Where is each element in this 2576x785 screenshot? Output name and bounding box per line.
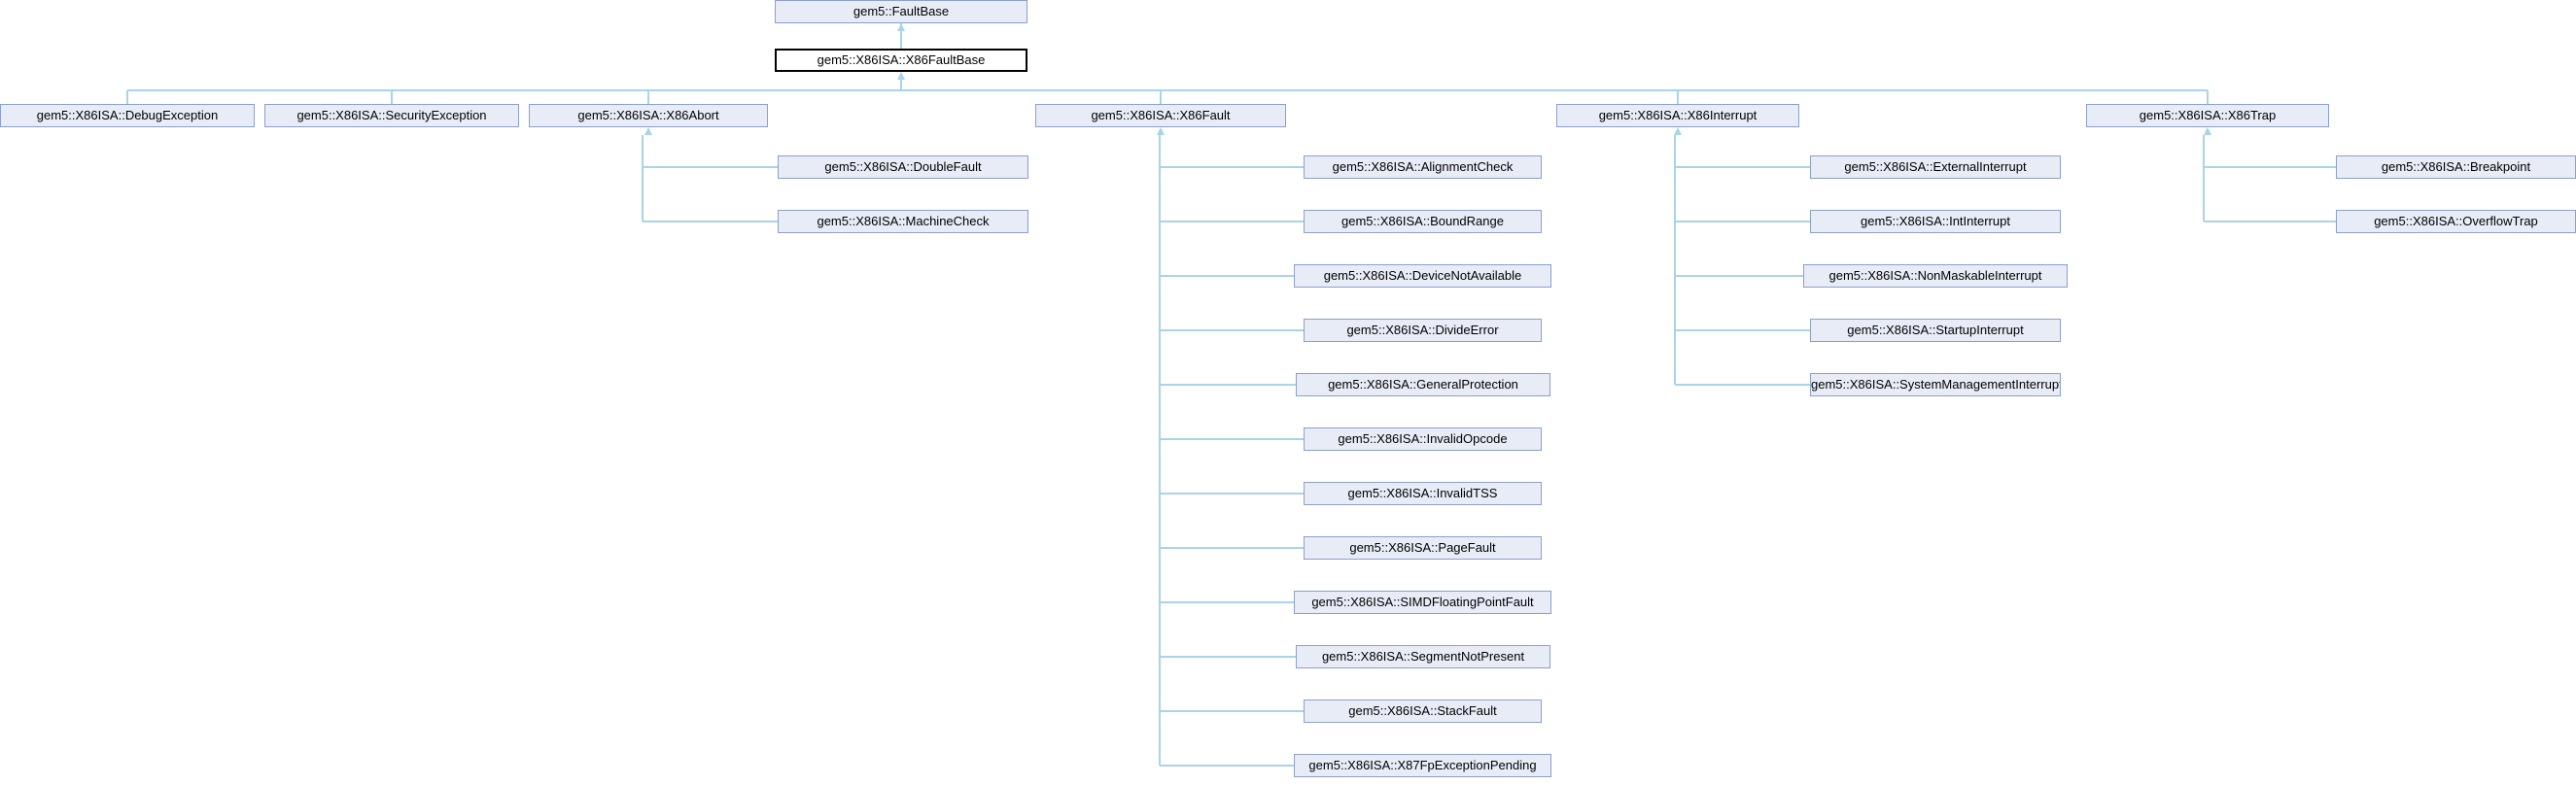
arrow-x86interrupt (1674, 127, 1682, 135)
class-node-debugexception[interactable]: gem5::X86ISA::DebugException (0, 104, 255, 127)
arrow-x86abort (644, 127, 652, 135)
class-node-invalidopcode[interactable]: gem5::X86ISA::InvalidOpcode (1304, 427, 1542, 451)
class-node-x86interrupt[interactable]: gem5::X86ISA::X86Interrupt (1556, 104, 1799, 127)
class-node-x86trap[interactable]: gem5::X86ISA::X86Trap (2086, 104, 2329, 127)
class-node-generalprotection[interactable]: gem5::X86ISA::GeneralProtection (1296, 373, 1550, 396)
class-node-startupinterrupt[interactable]: gem5::X86ISA::StartupInterrupt (1810, 319, 2061, 342)
class-node-doublefault[interactable]: gem5::X86ISA::DoubleFault (778, 155, 1028, 179)
class-node-alignmentcheck[interactable]: gem5::X86ISA::AlignmentCheck (1304, 155, 1542, 179)
class-node-securityexception[interactable]: gem5::X86ISA::SecurityException (264, 104, 519, 127)
class-node-overflowtrap[interactable]: gem5::X86ISA::OverflowTrap (2336, 210, 2576, 233)
arrow-x86faultbase (897, 72, 905, 80)
class-node-breakpoint[interactable]: gem5::X86ISA::Breakpoint (2336, 155, 2576, 179)
class-node-boundrange[interactable]: gem5::X86ISA::BoundRange (1304, 210, 1542, 233)
class-node-nonmaskableinterrupt[interactable]: gem5::X86ISA::NonMaskableInterrupt (1803, 264, 2068, 288)
class-node-pagefault[interactable]: gem5::X86ISA::PageFault (1304, 536, 1542, 560)
class-node-x86faultbase[interactable]: gem5::X86ISA::X86FaultBase (775, 49, 1027, 72)
class-node-x87fpexceptionpending[interactable]: gem5::X86ISA::X87FpExceptionPending (1294, 754, 1551, 777)
class-node-divideerror[interactable]: gem5::X86ISA::DivideError (1304, 319, 1542, 342)
class-node-faultbase[interactable]: gem5::FaultBase (775, 0, 1027, 23)
class-node-devicenotavailable[interactable]: gem5::X86ISA::DeviceNotAvailable (1294, 264, 1551, 288)
class-node-stackfault[interactable]: gem5::X86ISA::StackFault (1304, 700, 1542, 723)
arrow-x86fault (1157, 127, 1165, 135)
class-node-invalidtss[interactable]: gem5::X86ISA::InvalidTSS (1304, 482, 1542, 505)
class-node-segmentnotpresent[interactable]: gem5::X86ISA::SegmentNotPresent (1296, 645, 1550, 668)
class-node-systemmanagementinterrupt[interactable]: gem5::X86ISA::SystemManagementInterrupt (1810, 373, 2061, 396)
class-node-machinecheck[interactable]: gem5::X86ISA::MachineCheck (778, 210, 1028, 233)
class-node-simdfloatingpointfault[interactable]: gem5::X86ISA::SIMDFloatingPointFault (1294, 591, 1551, 614)
class-node-x86fault[interactable]: gem5::X86ISA::X86Fault (1035, 104, 1286, 127)
arrow-faultbase (897, 23, 905, 31)
class-node-initinterrupt[interactable]: gem5::X86ISA::IntInterrupt (1810, 210, 2061, 233)
class-node-externalinterrupt[interactable]: gem5::X86ISA::ExternalInterrupt (1810, 155, 2061, 179)
arrow-x86trap (2204, 127, 2211, 135)
class-node-x86abort[interactable]: gem5::X86ISA::X86Abort (529, 104, 768, 127)
